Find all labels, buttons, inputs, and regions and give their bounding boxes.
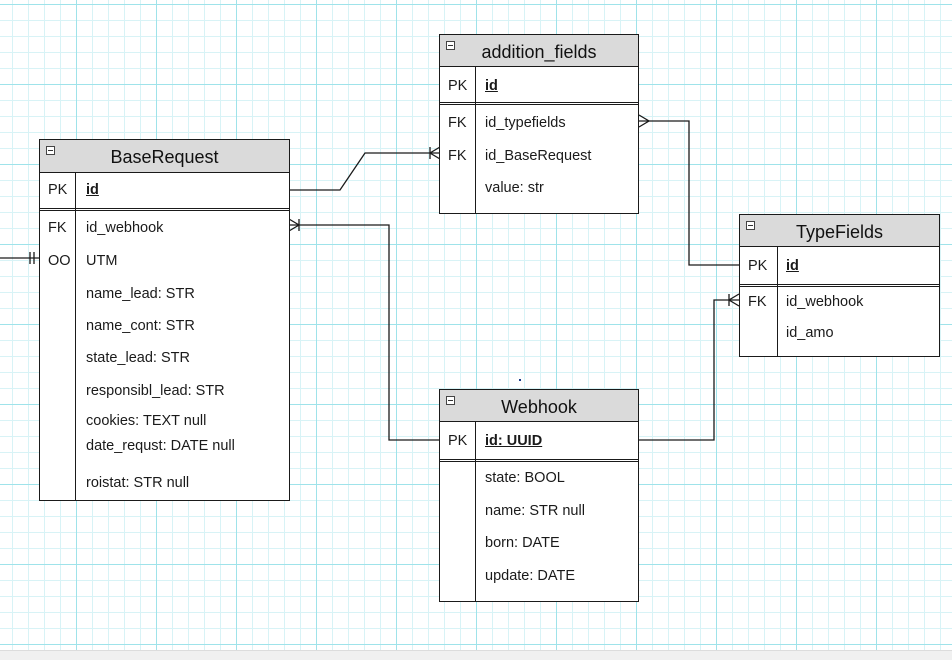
- pk-label: PK: [748, 258, 768, 274]
- crowfoot-addition-typefields: [638, 114, 651, 128]
- collapse-icon[interactable]: [446, 41, 455, 50]
- pk-field[interactable]: id: UUID: [485, 433, 543, 449]
- canvas-scrollbar-strip: [0, 650, 952, 660]
- row-field[interactable]: id_webhook: [86, 220, 164, 236]
- pk-label: PK: [448, 433, 468, 449]
- entity-title: TypeFields: [795, 222, 884, 242]
- row-field[interactable]: name_lead: STR: [86, 286, 195, 302]
- connector-typefields-addition: [639, 120, 739, 266]
- entity-header[interactable]: addition_fields: [440, 35, 638, 67]
- row-field[interactable]: id_amo: [786, 325, 834, 341]
- row-field[interactable]: id_webhook: [786, 294, 864, 310]
- row-field[interactable]: name: STR null: [485, 503, 585, 519]
- collapse-icon[interactable]: [746, 221, 755, 230]
- row-field[interactable]: UTM: [86, 253, 118, 269]
- entity-title: addition_fields: [481, 42, 597, 62]
- pk-separator: [440, 459, 638, 462]
- pk-label: PK: [48, 182, 68, 198]
- entity-header[interactable]: Webhook: [440, 390, 638, 422]
- pk-field[interactable]: id: [786, 258, 799, 274]
- entity-type-fields[interactable]: TypeFields PK id FK id_webhook id_amo: [739, 214, 940, 357]
- crowfoot-baserequest-webhook: [288, 218, 301, 232]
- pk-separator: [740, 284, 939, 287]
- one-only-one-marker: [29, 252, 35, 264]
- pk-separator: [40, 208, 289, 211]
- row-key: FK: [748, 294, 767, 310]
- row-field[interactable]: name_cont: STR: [86, 318, 195, 334]
- entity-addition-fields[interactable]: addition_fields PK id FK id_typefields F…: [439, 34, 639, 214]
- row-key: FK: [448, 148, 467, 164]
- row-key: OO: [48, 253, 71, 269]
- row-field[interactable]: update: DATE: [485, 568, 576, 584]
- row-field[interactable]: date_requst: DATE null: [86, 438, 235, 454]
- connector-baserequest-addition: [289, 152, 440, 191]
- entity-title: Webhook: [501, 397, 577, 417]
- entity-header[interactable]: BaseRequest: [40, 140, 289, 173]
- pk-separator: [440, 102, 638, 105]
- collapse-icon[interactable]: [46, 146, 55, 155]
- stray-dot: [519, 379, 521, 381]
- connector-webhook-typefields: [639, 299, 739, 441]
- row-field[interactable]: born: DATE: [485, 535, 560, 551]
- entity-webhook[interactable]: Webhook PK id: UUID state: BOOL name: ST…: [439, 389, 639, 602]
- row-field[interactable]: id_typefields: [485, 115, 566, 131]
- row-field[interactable]: roistat: STR null: [86, 475, 190, 491]
- row-field[interactable]: value: str: [485, 180, 544, 196]
- row-field[interactable]: responsibl_lead: STR: [86, 383, 225, 399]
- key-column-divider: [777, 247, 778, 356]
- collapse-icon[interactable]: [446, 396, 455, 405]
- pk-label: PK: [448, 78, 468, 94]
- row-key: FK: [448, 115, 467, 131]
- row-field[interactable]: state: BOOL: [485, 470, 565, 486]
- pk-field[interactable]: id: [86, 182, 99, 198]
- row-key: FK: [48, 220, 67, 236]
- entity-header[interactable]: TypeFields: [740, 215, 939, 247]
- row-field[interactable]: id_BaseRequest: [485, 148, 592, 164]
- key-column-divider: [75, 173, 76, 500]
- key-column-divider: [475, 422, 476, 601]
- row-field[interactable]: cookies: TEXT null: [86, 413, 207, 429]
- entity-base-request[interactable]: BaseRequest PK id FK id_webhook OO UTM n…: [39, 139, 290, 501]
- entity-title: BaseRequest: [110, 147, 219, 167]
- crowfoot-typefields-webhook: [727, 293, 740, 307]
- key-column-divider: [475, 67, 476, 213]
- pk-field[interactable]: id: [485, 78, 498, 94]
- connector-webhook-baserequest: [289, 224, 439, 441]
- row-field[interactable]: state_lead: STR: [86, 350, 190, 366]
